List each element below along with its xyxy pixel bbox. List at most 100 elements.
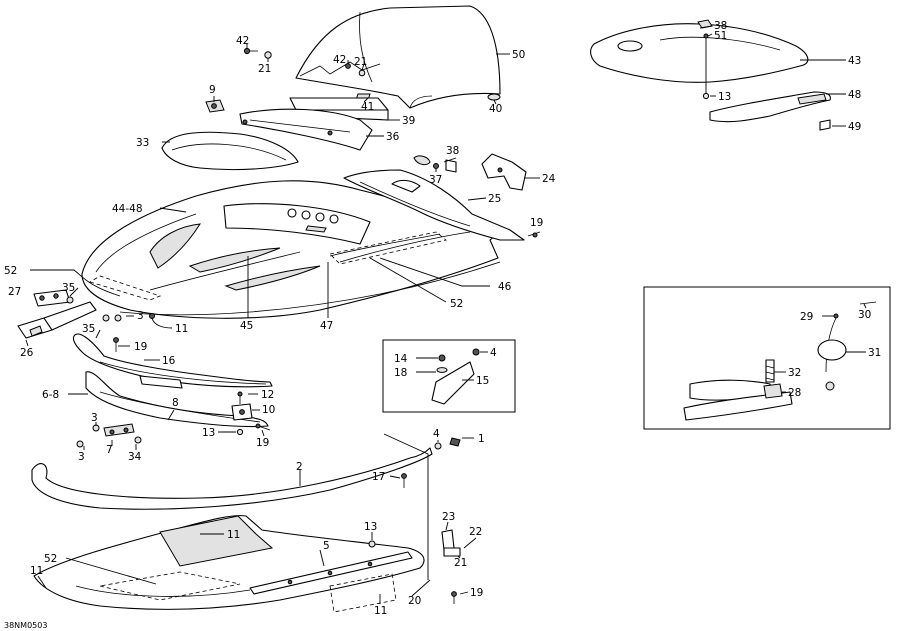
callout-48[interactable]: 48 xyxy=(848,89,861,101)
callout-33[interactable]: 33 xyxy=(136,137,149,149)
washer-part-13-low xyxy=(368,540,376,548)
callout-39[interactable]: 39 xyxy=(402,115,415,127)
screw-part-19-low xyxy=(451,591,457,604)
tray-part-43 xyxy=(590,23,809,83)
nut-part-4-1 xyxy=(434,437,461,450)
callout-8[interactable]: 8 xyxy=(172,397,179,409)
callout-15[interactable]: 15 xyxy=(476,375,489,387)
callout-3-b[interactable]: 3 xyxy=(91,412,98,424)
bracket-part-24 xyxy=(481,153,527,191)
callout-42-b[interactable]: 42 xyxy=(333,54,346,66)
callout-4-a[interactable]: 4 xyxy=(490,347,497,359)
callout-17[interactable]: 17 xyxy=(372,471,385,483)
callout-29[interactable]: 29 xyxy=(800,311,813,323)
washer-part-13-tr xyxy=(702,92,710,100)
callout-47[interactable]: 47 xyxy=(320,320,333,332)
callout-45[interactable]: 45 xyxy=(240,320,253,332)
callout-41[interactable]: 41 xyxy=(361,101,374,113)
callout-13-a[interactable]: 13 xyxy=(202,427,215,439)
callout-11-d[interactable]: 11 xyxy=(374,605,387,617)
washer-part-35 xyxy=(66,296,74,304)
bracket-part-23 xyxy=(441,529,461,557)
callout-labels: 42 21 42 21 50 41 40 9 39 36 33 38 37 24… xyxy=(4,20,881,617)
callout-38[interactable]: 38 xyxy=(446,145,459,157)
callout-2[interactable]: 2 xyxy=(296,461,303,473)
callout-40[interactable]: 40 xyxy=(489,103,502,115)
callout-13-tr[interactable]: 13 xyxy=(718,91,731,103)
callout-22[interactable]: 22 xyxy=(469,526,482,538)
callout-5[interactable]: 5 xyxy=(323,540,330,552)
callout-52-b[interactable]: 52 xyxy=(450,298,463,310)
nuts-part-3-left xyxy=(102,313,155,322)
callout-51[interactable]: 51 xyxy=(714,30,727,42)
callout-28[interactable]: 28 xyxy=(788,387,801,399)
callout-25[interactable]: 25 xyxy=(488,193,501,205)
callout-21-b[interactable]: 21 xyxy=(354,56,367,68)
drawing-code: 38NM0503 xyxy=(4,621,47,630)
callout-11-a[interactable]: 11 xyxy=(175,323,188,335)
callout-21-c[interactable]: 21 xyxy=(454,557,467,569)
callout-34[interactable]: 34 xyxy=(128,451,142,463)
callout-10[interactable]: 10 xyxy=(262,404,275,416)
leader-lines xyxy=(25,25,867,604)
screw-part-42-mid xyxy=(345,63,366,77)
callout-30[interactable]: 30 xyxy=(858,309,871,321)
callout-37[interactable]: 37 xyxy=(429,174,442,186)
callout-52-a[interactable]: 52 xyxy=(4,265,17,277)
callout-19-b[interactable]: 19 xyxy=(134,341,147,353)
callout-20[interactable]: 20 xyxy=(408,595,421,607)
gauge-cover-part-33 xyxy=(161,131,299,171)
callout-11-c[interactable]: 11 xyxy=(30,565,43,577)
callout-19-d[interactable]: 19 xyxy=(470,587,483,599)
callout-35-b[interactable]: 35 xyxy=(82,323,95,335)
callout-49[interactable]: 49 xyxy=(848,121,861,133)
callout-35-a[interactable]: 35 xyxy=(62,282,75,294)
screw-part-12 xyxy=(237,391,243,404)
screw-part-17 xyxy=(401,473,407,488)
nuts-part-3-lower xyxy=(76,424,100,448)
callout-19-a[interactable]: 19 xyxy=(530,217,543,229)
callout-3-a[interactable]: 3 xyxy=(137,310,144,322)
callout-14[interactable]: 14 xyxy=(394,353,408,365)
callout-9[interactable]: 9 xyxy=(209,84,216,96)
callout-42-a[interactable]: 42 xyxy=(236,35,249,47)
bracket-part-10 xyxy=(231,403,253,421)
callout-16[interactable]: 16 xyxy=(162,355,176,367)
callout-11-b[interactable]: 11 xyxy=(227,529,240,541)
callout-36[interactable]: 36 xyxy=(386,131,400,143)
nut-part-51 xyxy=(703,33,709,39)
callout-46[interactable]: 46 xyxy=(498,281,512,293)
inset-box-14-18-15 xyxy=(382,339,516,413)
callout-4-b[interactable]: 4 xyxy=(433,428,440,440)
callout-1[interactable]: 1 xyxy=(478,433,485,445)
callout-3-c[interactable]: 3 xyxy=(78,451,85,463)
callout-26[interactable]: 26 xyxy=(20,347,34,359)
screw-part-19-mid xyxy=(255,423,271,431)
callout-50[interactable]: 50 xyxy=(512,49,525,61)
callout-19-c[interactable]: 19 xyxy=(256,437,269,449)
callout-13-b[interactable]: 13 xyxy=(364,521,377,533)
callout-7[interactable]: 7 xyxy=(106,444,113,456)
callout-44-48[interactable]: 44-48 xyxy=(112,203,143,215)
rivet-part-49 xyxy=(819,119,831,131)
callout-24[interactable]: 24 xyxy=(542,173,556,185)
callout-6-8[interactable]: 6-8 xyxy=(42,389,59,401)
callout-23[interactable]: 23 xyxy=(442,511,455,523)
callout-38-tr[interactable]: 38 xyxy=(714,20,727,32)
callout-52-c[interactable]: 52 xyxy=(44,553,57,565)
screw-part-19-left xyxy=(113,337,119,352)
screw-part-19-right xyxy=(527,231,541,238)
callout-21-a[interactable]: 21 xyxy=(258,63,271,75)
nut-part-21-upper xyxy=(264,51,272,59)
callout-12[interactable]: 12 xyxy=(261,389,274,401)
washer-part-40 xyxy=(487,93,501,101)
latch-part-26 xyxy=(17,301,97,339)
bracket-part-9 xyxy=(205,99,225,113)
callout-27[interactable]: 27 xyxy=(8,286,21,298)
callout-43[interactable]: 43 xyxy=(848,55,861,67)
strip-part-48 xyxy=(709,91,831,123)
screw-part-42-upper xyxy=(243,47,258,55)
callout-31[interactable]: 31 xyxy=(868,347,881,359)
callout-32[interactable]: 32 xyxy=(788,367,801,379)
callout-18[interactable]: 18 xyxy=(394,367,407,379)
